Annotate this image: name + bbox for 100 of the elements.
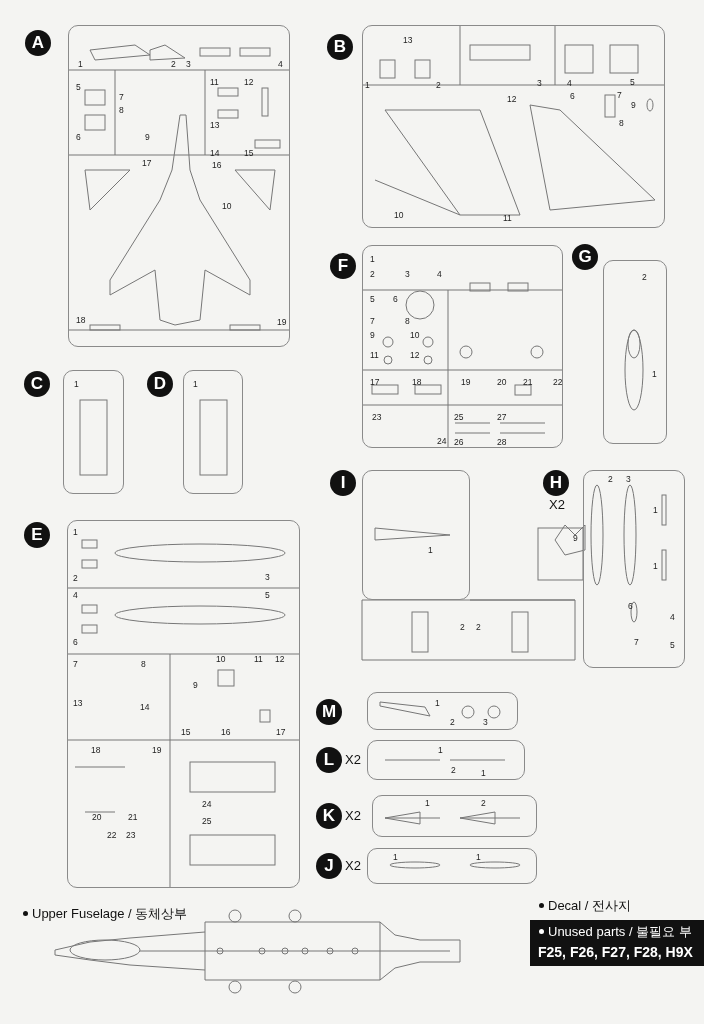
part-number: 1 [425, 799, 430, 808]
sprue-letter: K [316, 803, 342, 829]
part-number: 17 [370, 378, 380, 387]
part-number: 11 [370, 351, 379, 360]
part-number: 4 [670, 613, 675, 622]
part-number: 15 [181, 728, 191, 737]
part-number: 5 [265, 591, 270, 600]
part-number: 12 [507, 95, 517, 104]
part-number: 1 [78, 60, 83, 69]
part-number: 9 [573, 534, 578, 543]
caption-text: Unused parts / 불필요 부 [548, 923, 692, 941]
part-number: 22 [107, 831, 117, 840]
part-number: 13 [403, 36, 413, 45]
part-number: 16 [212, 161, 222, 170]
part-number: 1 [652, 370, 657, 379]
part-number: 5 [630, 78, 635, 87]
part-number: 24 [202, 800, 212, 809]
part-number: 20 [497, 378, 507, 387]
sprue-letter: J [316, 853, 342, 879]
part-number: 15 [244, 149, 254, 158]
part-number: 6 [570, 92, 575, 101]
sprue-letter: B [327, 34, 353, 60]
part-number: 22 [553, 378, 563, 387]
part-number: 9 [631, 101, 636, 110]
part-number: 18 [91, 746, 101, 755]
part-number: 18 [76, 316, 86, 325]
part-number: 9 [145, 133, 150, 142]
part-number: 17 [276, 728, 286, 737]
part-number: 14 [210, 149, 220, 158]
part-number: 26 [454, 438, 464, 447]
part-number: 23 [126, 831, 136, 840]
part-number: 7 [119, 93, 124, 102]
part-number: 9 [193, 681, 198, 690]
part-number: 16 [221, 728, 231, 737]
sprue-letter: M [316, 699, 342, 725]
part-number: 13 [73, 699, 83, 708]
part-number: 4 [73, 591, 78, 600]
part-number: 18 [412, 378, 422, 387]
part-number: 8 [119, 106, 124, 115]
part-number: 21 [523, 378, 533, 387]
part-number: 1 [476, 853, 481, 862]
part-number: 1 [73, 528, 78, 537]
part-number: 8 [619, 119, 624, 128]
part-number: 25 [202, 817, 212, 826]
sprue-letter: C [24, 371, 50, 397]
part-number: 8 [141, 660, 146, 669]
part-number: 11 [254, 655, 263, 664]
caption-text: Upper Fuselage / 동체상부 [32, 905, 188, 923]
part-number: 2 [608, 475, 613, 484]
part-number: 1 [481, 769, 486, 778]
part-number: 7 [73, 660, 78, 669]
part-number: 1 [370, 255, 375, 264]
part-number: 2 [370, 270, 375, 279]
part-number: 8 [405, 317, 410, 326]
sprue-letter: A [25, 30, 51, 56]
part-number: 3 [626, 475, 631, 484]
part-number: 6 [73, 638, 78, 647]
part-number: 7 [634, 638, 639, 647]
part-number: 2 [476, 623, 481, 632]
quantity-label: X2 [345, 858, 361, 873]
quantity-label: X2 [345, 808, 361, 823]
part-number: 19 [461, 378, 471, 387]
part-number: 3 [186, 60, 191, 69]
part-number: 2 [450, 718, 455, 727]
part-number: 1 [393, 853, 398, 862]
quantity-label: X2 [549, 497, 565, 512]
part-number: 7 [617, 91, 622, 100]
part-number: 12 [244, 78, 254, 87]
sprue-letter: E [24, 522, 50, 548]
part-number: 5 [76, 83, 81, 92]
part-number: 2 [481, 799, 486, 808]
part-number: 11 [503, 214, 512, 223]
sprue-letter: I [330, 470, 356, 496]
part-number: 19 [152, 746, 162, 755]
part-number: 3 [405, 270, 410, 279]
part-number: 1 [653, 562, 658, 571]
part-number: 2 [460, 623, 465, 632]
part-number: 2 [451, 766, 456, 775]
part-number: 12 [275, 655, 285, 664]
sprue-letter: H [543, 470, 569, 496]
part-number: 10 [216, 655, 226, 664]
quantity-label: X2 [345, 752, 361, 767]
part-number: 24 [437, 437, 447, 446]
part-number: 1 [193, 380, 198, 389]
part-number: 19 [277, 318, 287, 327]
part-number: 4 [437, 270, 442, 279]
part-number: 2 [642, 273, 647, 282]
part-number: 5 [370, 295, 375, 304]
part-number: 2 [436, 81, 441, 90]
part-number: 1 [365, 81, 370, 90]
part-list-text: F25, F26, F27, F28, H9X [538, 944, 693, 960]
part-number: 13 [210, 121, 220, 130]
part-number: 1 [438, 746, 443, 755]
part-number: 21 [128, 813, 138, 822]
part-number: 6 [628, 602, 633, 611]
part-number: 7 [370, 317, 375, 326]
part-number: 20 [92, 813, 102, 822]
part-number: 6 [76, 133, 81, 142]
part-number: 1 [653, 506, 658, 515]
part-number: 3 [483, 718, 488, 727]
